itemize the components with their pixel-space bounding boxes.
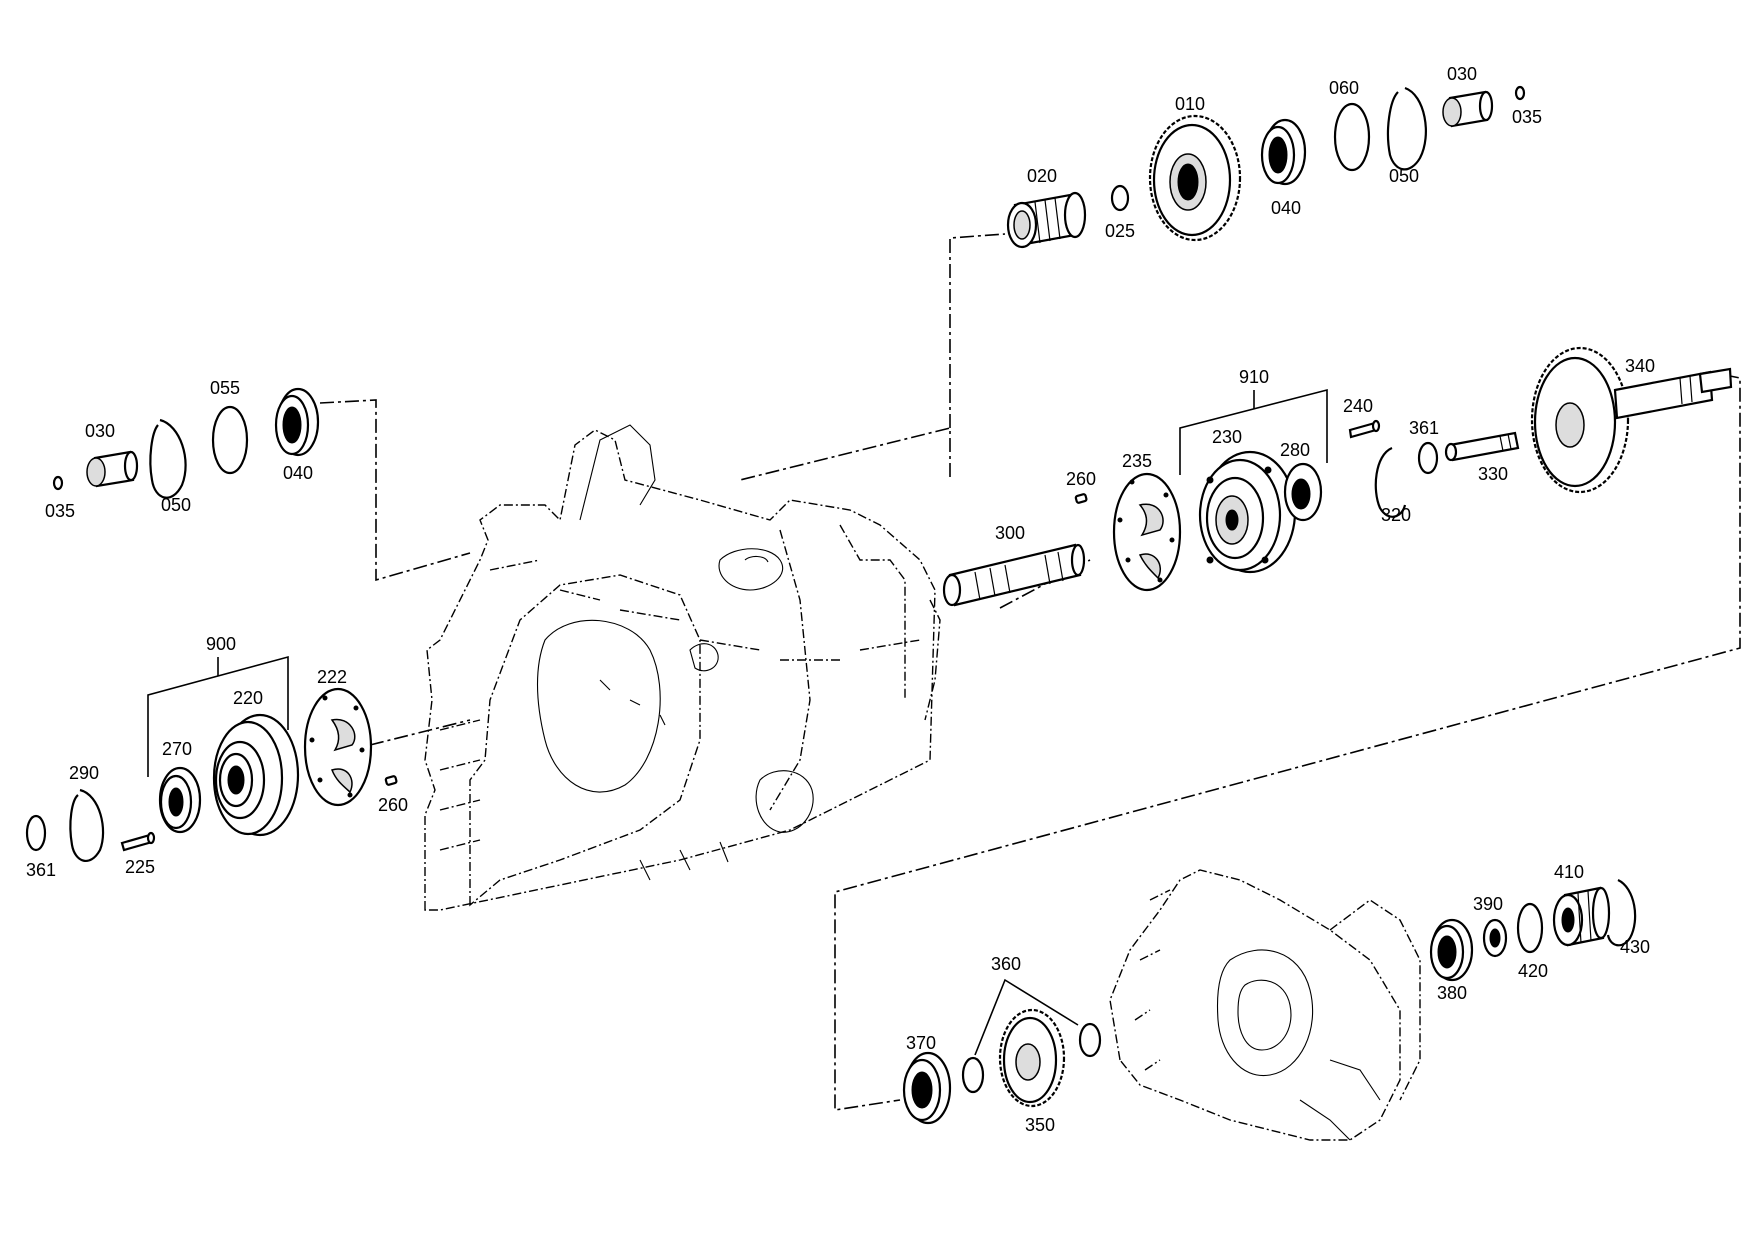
callout-430: 430 [1620, 937, 1650, 957]
part-240-screw [1348, 419, 1381, 439]
callout-910: 910 [1239, 367, 1269, 387]
part-290-snap-ring [69, 788, 105, 862]
callout-030-left: 030 [85, 421, 115, 441]
callout-340: 340 [1625, 356, 1655, 376]
part-430-snap-ring [1606, 879, 1637, 947]
callout-222: 222 [317, 667, 347, 687]
callout-230: 230 [1212, 427, 1242, 447]
callout-030-top: 030 [1447, 64, 1477, 84]
part-390-ring [1482, 918, 1508, 958]
callout-235: 235 [1122, 451, 1152, 471]
callout-220: 220 [233, 688, 263, 708]
callout-320: 320 [1381, 505, 1411, 525]
part-350-gear [998, 1008, 1066, 1108]
part-340-gear-shaft [1530, 346, 1733, 494]
callout-040-left: 040 [283, 463, 313, 483]
bracket-910 [1179, 388, 1328, 475]
callout-260-mid: 260 [1066, 469, 1096, 489]
callout-361-right: 361 [1409, 418, 1439, 438]
callout-035-left: 035 [45, 501, 75, 521]
part-300-shaft [942, 543, 1086, 607]
main-transmission-housing [424, 424, 941, 911]
callout-350: 350 [1025, 1115, 1055, 1135]
callout-050-left: 050 [161, 495, 191, 515]
callout-290: 290 [69, 763, 99, 783]
part-361-ring-left [25, 814, 47, 852]
part-060-ring [1333, 102, 1371, 172]
part-035-ring-top [1514, 85, 1526, 101]
callout-280: 280 [1280, 440, 1310, 460]
callout-361-left: 361 [26, 860, 56, 880]
callout-225: 225 [125, 857, 155, 877]
callout-035-top: 035 [1512, 107, 1542, 127]
part-035-ring-left [52, 475, 64, 491]
part-050-snap-ring-left [149, 418, 187, 499]
bracket-900 [147, 655, 289, 777]
part-235-plate [1112, 472, 1182, 592]
callout-055: 055 [210, 378, 240, 398]
part-360-ring-b [1078, 1022, 1102, 1058]
part-050-snap-ring-top [1386, 86, 1427, 171]
part-025-ring [1110, 184, 1130, 212]
callout-300: 300 [995, 523, 1025, 543]
bracket-360 [974, 978, 1079, 1056]
callout-260-left: 260 [378, 795, 408, 815]
part-040-bearing-left [274, 387, 320, 457]
part-020-sleeve [1006, 191, 1087, 249]
part-230-pump-assembly [1198, 450, 1297, 574]
callout-270: 270 [162, 739, 192, 759]
part-410-coupling [1552, 886, 1611, 947]
part-260-pin-mid [1074, 493, 1088, 504]
callout-240: 240 [1343, 396, 1373, 416]
part-330-shaft [1444, 431, 1520, 462]
callout-410: 410 [1554, 862, 1584, 882]
callout-330: 330 [1478, 464, 1508, 484]
part-260-pin-left [384, 775, 398, 786]
callout-labels: 010 020 025 040 060 050 030 035 035 030 … [26, 64, 1655, 1135]
callout-050-top: 050 [1389, 166, 1419, 186]
part-320-snap-ring [1374, 446, 1407, 518]
part-360-ring-a [961, 1056, 985, 1094]
callout-010: 010 [1175, 94, 1205, 114]
callout-420: 420 [1518, 961, 1548, 981]
callout-060: 060 [1329, 78, 1359, 98]
part-270-seal [158, 766, 202, 834]
part-220-pump-housing [212, 713, 300, 837]
rear-housing [1109, 869, 1421, 1141]
part-222-plate [303, 687, 373, 807]
part-055-ring [211, 405, 249, 475]
part-030-sleeve-left [86, 450, 139, 488]
part-380-bearing [1429, 918, 1474, 982]
callout-370: 370 [906, 1033, 936, 1053]
callout-020: 020 [1027, 166, 1057, 186]
part-225-screw [120, 831, 156, 852]
part-040-bearing-top [1260, 118, 1307, 186]
part-280-seal [1283, 462, 1323, 522]
part-420-ring [1516, 902, 1544, 954]
part-370-bearing [902, 1051, 952, 1125]
callout-360: 360 [991, 954, 1021, 974]
callout-900: 900 [206, 634, 236, 654]
callout-040-top: 040 [1271, 198, 1301, 218]
callout-025: 025 [1105, 221, 1135, 241]
callout-380: 380 [1437, 983, 1467, 1003]
part-010-gear [1148, 114, 1242, 242]
part-030-sleeve-top [1442, 90, 1494, 128]
part-361-ring-right [1417, 441, 1439, 475]
callout-390: 390 [1473, 894, 1503, 914]
